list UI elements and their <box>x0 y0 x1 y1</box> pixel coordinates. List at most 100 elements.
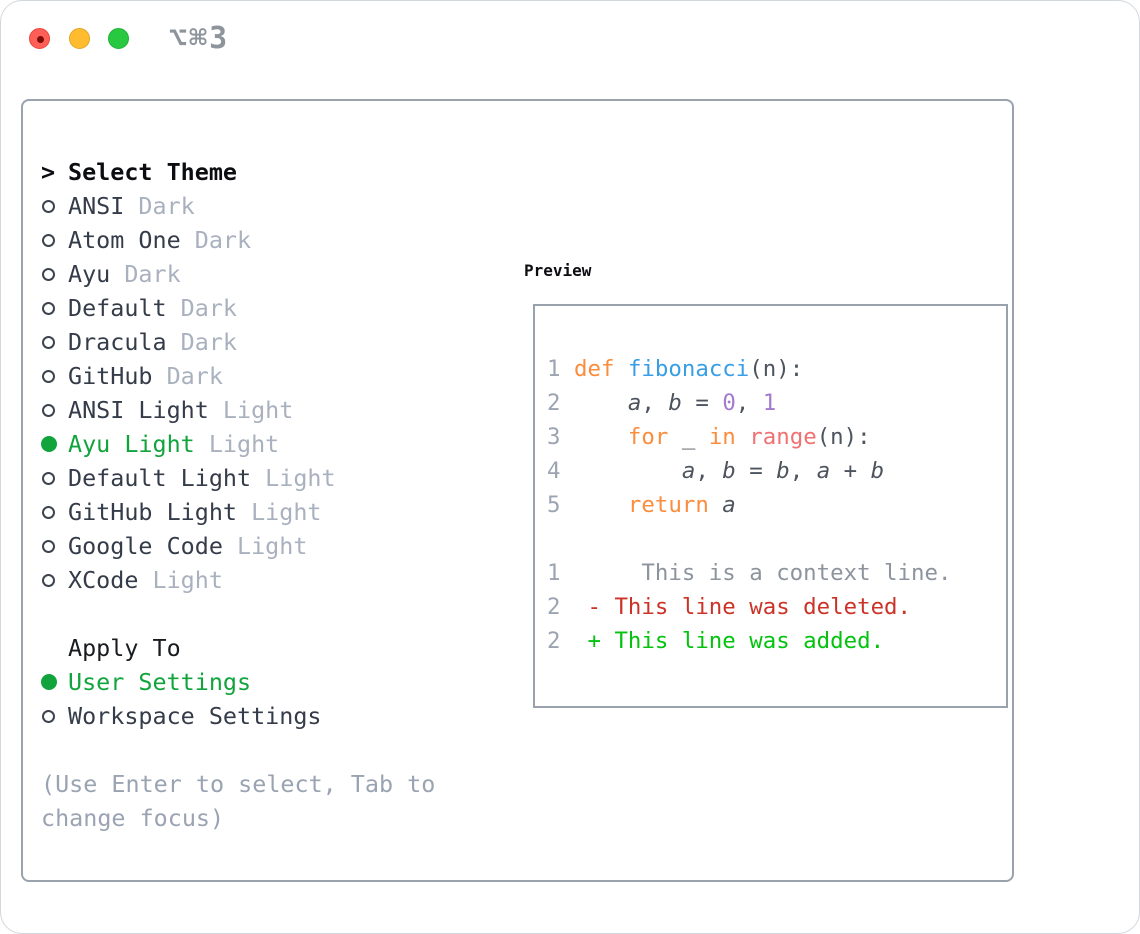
prompt-icon: > <box>41 158 56 186</box>
theme-name: Default <box>68 294 167 322</box>
code-token: = <box>735 458 777 484</box>
titlebar: ⌥⌘3 <box>1 1 1139 75</box>
minimize-button[interactable] <box>69 28 90 49</box>
radio-marker <box>41 301 68 315</box>
code-token: b <box>668 390 682 416</box>
code-token: return <box>627 492 709 518</box>
line-number: 1 <box>547 560 561 586</box>
theme-variant: Dark <box>166 294 237 322</box>
code-token: 1 <box>762 390 777 416</box>
theme-variant: Light <box>194 430 280 458</box>
window-title: ⌥⌘3 <box>169 21 230 56</box>
code-token: a <box>722 492 736 518</box>
preview-header: Preview <box>524 260 592 280</box>
code-content: a, b = 0, 1 <box>574 390 776 416</box>
code-token <box>736 424 749 450</box>
radio-icon <box>42 471 55 485</box>
radio-marker <box>41 369 68 383</box>
theme-variant: Light <box>237 498 322 526</box>
theme-name: Google Code <box>68 532 223 560</box>
radio-marker <box>41 505 68 519</box>
radio-icon <box>42 505 55 519</box>
theme-variant: Dark <box>166 328 237 356</box>
radio-icon <box>42 709 55 723</box>
code-token: a <box>816 458 831 484</box>
radio-marker <box>41 199 68 213</box>
code-token: , <box>735 390 763 416</box>
theme-name: ANSI <box>68 192 125 220</box>
radio-marker <box>41 573 68 587</box>
line-number: 4 <box>547 458 561 484</box>
close-dot-icon <box>36 35 44 43</box>
theme-name: GitHub Light <box>68 498 237 526</box>
theme-name: GitHub <box>68 362 153 390</box>
radio-marker <box>41 403 68 417</box>
code-token: a <box>681 458 696 484</box>
diff-line-added: 2 + This line was added. <box>547 624 996 658</box>
theme-option-default-light[interactable]: Default Light Light <box>41 461 481 495</box>
diff-text: + This line was added. <box>574 628 885 654</box>
code-token: + <box>830 458 871 484</box>
preview-header-row: Preview <box>524 253 591 287</box>
theme-option-google-code[interactable]: Google Code Light <box>41 529 481 563</box>
theme-option-ayu-light[interactable]: Ayu Light Light <box>41 427 481 461</box>
theme-option-ansi[interactable]: ANSI Dark <box>41 189 481 223</box>
theme-option-atom-one[interactable]: Atom One Dark <box>41 223 481 257</box>
diff-text: - This line was deleted. <box>574 594 912 620</box>
theme-option-github-light[interactable]: GitHub Light Light <box>41 495 481 529</box>
code-token <box>574 458 682 484</box>
code-token <box>574 390 628 416</box>
theme-variant: Dark <box>152 362 223 390</box>
theme-option-ansi-light[interactable]: ANSI Light Light <box>41 393 481 427</box>
radio-marker <box>41 233 68 247</box>
code-token: (n): <box>816 424 871 450</box>
theme-option-github[interactable]: GitHub Dark <box>41 359 481 393</box>
code-token: 0 <box>722 390 736 416</box>
code-token: b <box>722 458 736 484</box>
radio-icon <box>42 403 55 417</box>
code-token: b <box>776 458 790 484</box>
diff-line-context: 1 This is a context line. <box>547 556 996 590</box>
apply-to-header: Apply To <box>68 634 181 662</box>
line-number: 2 <box>547 594 561 620</box>
code-content: return a <box>574 492 736 518</box>
code-token: , <box>789 458 817 484</box>
apply-option-workspace-settings[interactable]: Workspace Settings <box>41 699 481 733</box>
zoom-button[interactable] <box>108 28 129 49</box>
code-token: for <box>627 424 669 450</box>
theme-option-xcode[interactable]: XCode Light <box>41 563 481 597</box>
radio-marker <box>41 267 68 281</box>
code-line: 2 a, b = 0, 1 <box>547 386 996 420</box>
code-line: 4 a, b = b, a + b <box>547 454 996 488</box>
code-token: (n): <box>749 356 804 382</box>
code-token <box>614 356 627 382</box>
apply-option-user-settings[interactable]: User Settings <box>41 665 481 699</box>
theme-variant: Light <box>138 566 223 594</box>
radio-icon <box>42 573 55 587</box>
close-button[interactable] <box>29 28 50 49</box>
apply-option-label: User Settings <box>68 668 252 696</box>
radio-marker <box>41 335 68 349</box>
radio-icon <box>42 301 55 315</box>
line-number: 5 <box>547 492 561 518</box>
radio-marker <box>41 709 68 723</box>
radio-icon <box>42 369 55 383</box>
theme-name: XCode <box>68 566 139 594</box>
diff-block: 1 This is a context line. 2 - This line w… <box>547 556 996 658</box>
theme-option-dracula[interactable]: Dracula Dark <box>41 325 481 359</box>
theme-option-ayu[interactable]: Ayu Dark <box>41 257 481 291</box>
theme-header-row: > Select Theme <box>41 155 481 189</box>
line-number: 3 <box>547 424 561 450</box>
theme-option-default[interactable]: Default Dark <box>41 291 481 325</box>
code-token: = <box>681 390 723 416</box>
radio-icon <box>42 199 55 213</box>
theme-variant: Dark <box>180 226 252 254</box>
theme-header: Select Theme <box>68 158 237 186</box>
radio-icon <box>42 539 55 553</box>
code-token <box>709 492 722 518</box>
